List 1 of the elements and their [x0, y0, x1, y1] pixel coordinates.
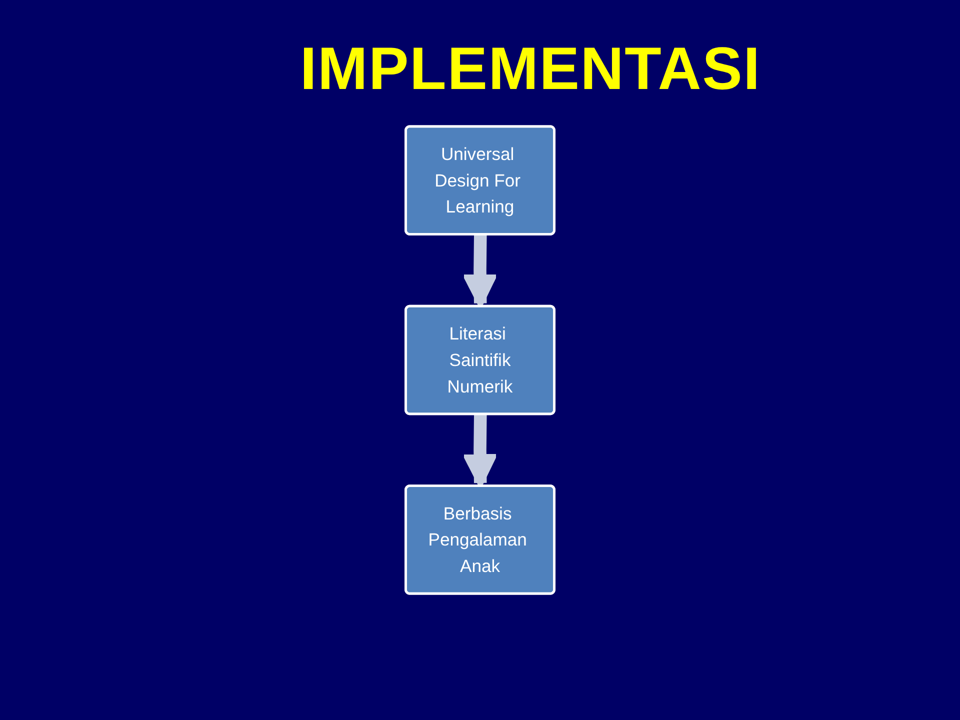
title: IMPLEMENTASI: [300, 36, 761, 102]
